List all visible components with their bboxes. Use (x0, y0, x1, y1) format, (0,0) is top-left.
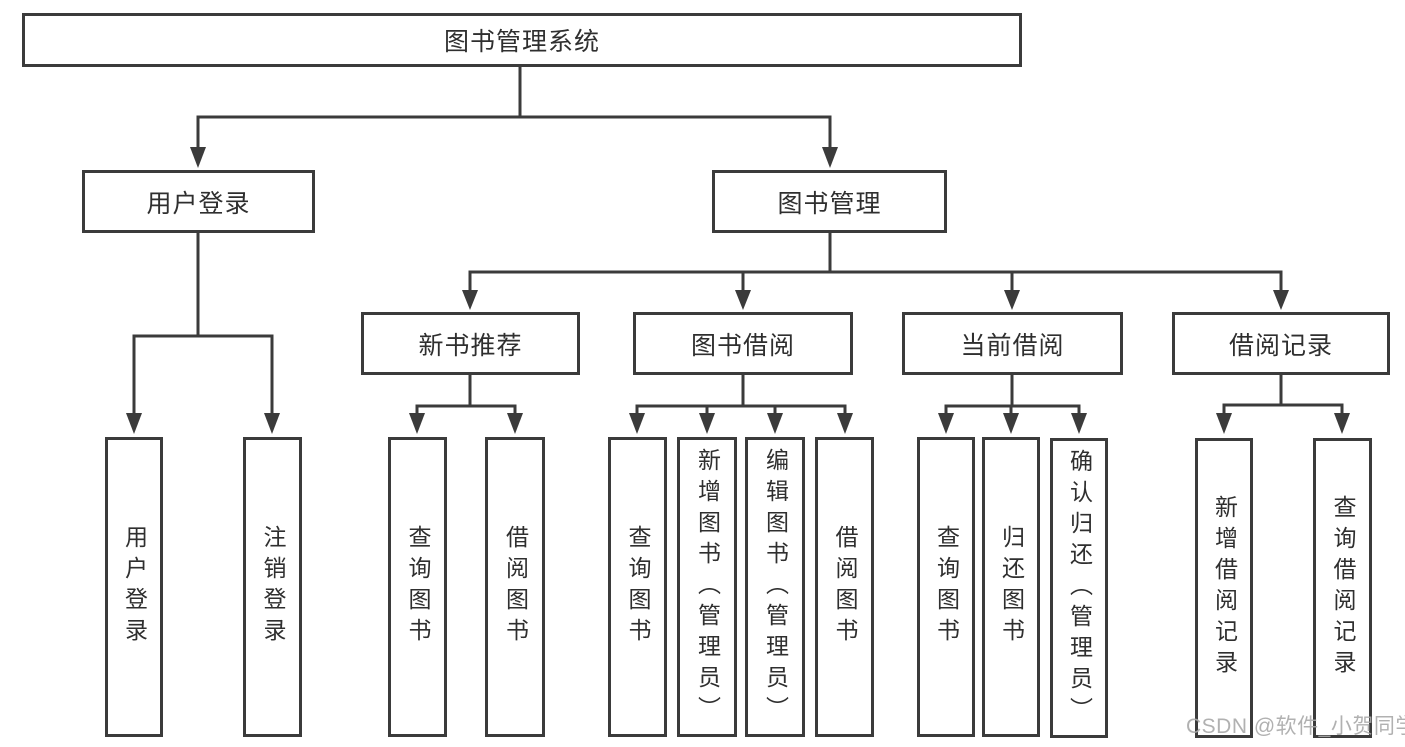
leaf-confirm-return-admin: 确认归还（管理员） (1050, 438, 1108, 738)
leaf-query-books-recommend: 查询图书 (388, 437, 447, 737)
leaf-add-book-admin: 新增图书（管理员） (677, 437, 737, 737)
leaf-borrow-books-borrowing: 借阅图书 (815, 437, 874, 737)
leaf-query-books-borrowing: 查询图书 (608, 437, 667, 737)
node-book-borrowing: 图书借阅 (633, 312, 853, 375)
node-new-book-recommendation: 新书推荐 (361, 312, 580, 375)
leaf-borrow-books-recommend: 借阅图书 (485, 437, 545, 737)
node-library-management-system: 图书管理系统 (22, 13, 1022, 67)
leaf-query-borrow-record: 查询借阅记录 (1313, 438, 1372, 738)
leaf-logout: 注销登录 (243, 437, 302, 737)
node-borrowing-records: 借阅记录 (1172, 312, 1390, 375)
node-user-login: 用户登录 (82, 170, 315, 233)
csdn-watermark: CSDN @软件_小贺同学 (1186, 715, 1405, 738)
node-book-management: 图书管理 (712, 170, 947, 233)
leaf-query-books-current: 查询图书 (917, 437, 975, 737)
leaf-add-borrow-record: 新增借阅记录 (1195, 438, 1253, 738)
leaf-user-login: 用户登录 (105, 437, 163, 737)
leaf-return-book: 归还图书 (982, 437, 1040, 737)
leaf-edit-book-admin: 编辑图书（管理员） (745, 437, 805, 737)
node-current-borrowing: 当前借阅 (902, 312, 1123, 375)
